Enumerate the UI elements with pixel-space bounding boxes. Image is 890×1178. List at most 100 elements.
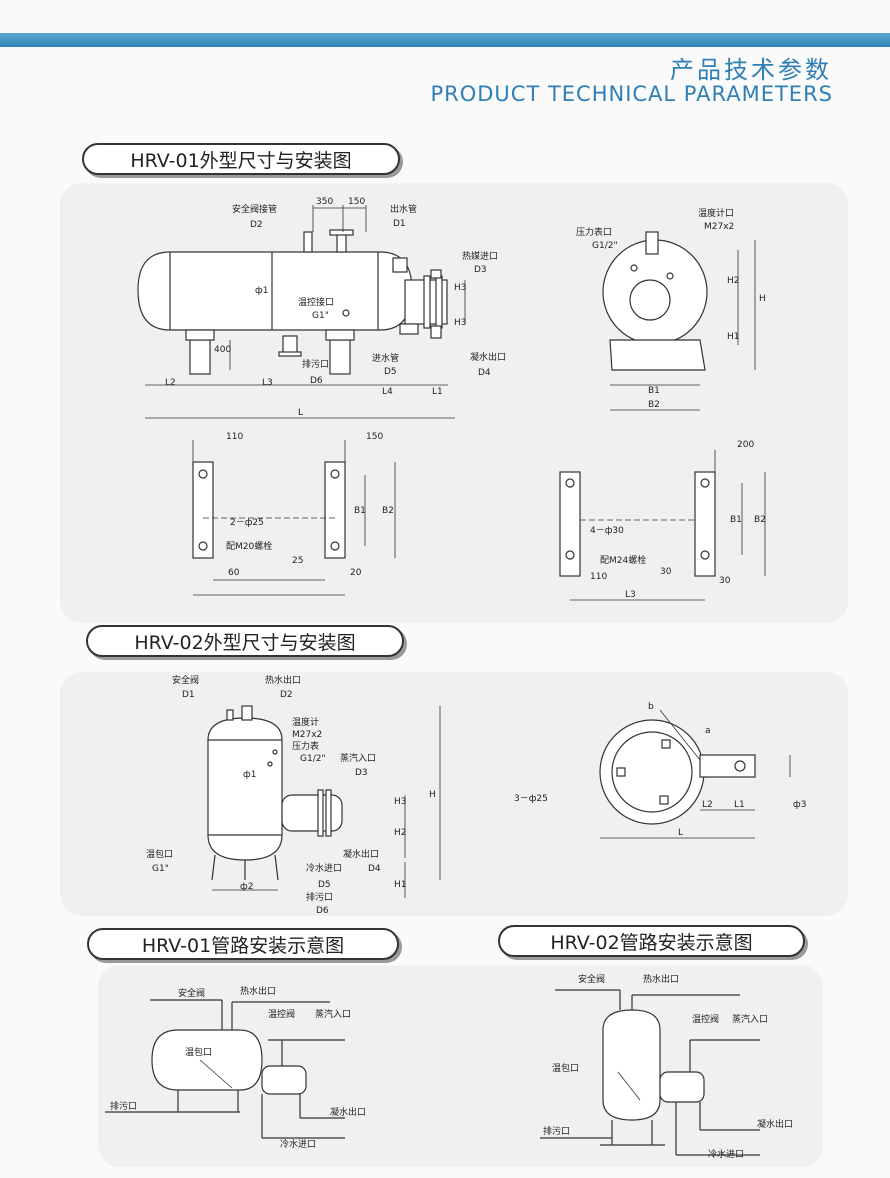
- label-p2-cold-inlet: 冷水进口: [708, 1150, 745, 1160]
- label-inlet-pipe: 进水管: [372, 354, 400, 364]
- label-plan2-110: 110: [590, 572, 608, 582]
- label-p1-drain: 排污口: [110, 1102, 138, 1112]
- label-plan2-200: 200: [737, 440, 755, 450]
- label-02-h1: H1: [394, 880, 407, 890]
- label-02-safety-valve: 安全阀: [172, 676, 200, 686]
- label-p2-temp-valve: 温控阀: [692, 1015, 720, 1025]
- label-p1-condensate: 凝水出口: [330, 1108, 367, 1118]
- hrv01-plan-view-4feet: [559, 450, 766, 601]
- label-02-cold-inlet: 冷水进口: [306, 864, 343, 874]
- label-02-d1: D1: [182, 690, 195, 700]
- top-accent-bar: [0, 33, 890, 47]
- label-plan2-b2: B2: [754, 515, 766, 525]
- hrv02-dims-panel: [60, 672, 848, 916]
- hrv02-vertical-tank: [207, 705, 441, 898]
- label-thermo-port: 温度计口: [698, 209, 735, 219]
- hrv01-plan-view-2feet: [192, 440, 396, 596]
- label-plan2-m24: 配M24螺栓: [600, 556, 647, 566]
- label-plan-150: 150: [366, 432, 384, 442]
- label-dim-150: 150: [348, 197, 366, 207]
- label-02-d4: D4: [368, 864, 381, 874]
- label-safety-valve-pipe: 安全阀接管: [232, 205, 278, 215]
- pipe-diagram-hrv01: [105, 999, 345, 1139]
- label-plan2-l3: L3: [625, 590, 636, 600]
- hrv01-tank-end-view: [602, 231, 756, 411]
- label-plan-2phi25: 2－ф25: [230, 518, 264, 528]
- label-plan-20: 20: [350, 568, 362, 578]
- label-l1: L1: [432, 387, 443, 397]
- label-02-phi1: ф1: [243, 770, 257, 780]
- label-g1: G1": [312, 311, 329, 321]
- label-02-l2: L2: [702, 800, 713, 810]
- label-02-hot-outlet: 热水出口: [265, 676, 302, 686]
- label-02-a: a: [705, 726, 711, 736]
- label-02-phi2: ф2: [240, 882, 254, 892]
- label-02-l1: L1: [734, 800, 745, 810]
- label-02-g12: G1/2": [300, 754, 326, 764]
- label-dim-400: 400: [214, 345, 232, 355]
- label-l: L: [298, 408, 304, 418]
- label-l3: L3: [262, 378, 273, 388]
- label-02-phi3: ф3: [793, 800, 807, 810]
- label-p1-hot-outlet: 热水出口: [240, 987, 277, 997]
- label-02-l: L: [678, 828, 684, 838]
- label-m27: M27x2: [704, 222, 735, 232]
- label-l2: L2: [165, 378, 176, 388]
- label-plan2-30a: 30: [660, 567, 672, 577]
- label-02-drain: 排污口: [306, 893, 334, 903]
- label-02-condensate: 凝水出口: [343, 850, 380, 860]
- label-b1: B1: [648, 386, 660, 396]
- label-02-pressure-gauge: 压力表: [292, 742, 320, 752]
- label-temp-ctrl-port: 温控接口: [298, 298, 335, 308]
- label-g12: G1/2": [592, 241, 618, 251]
- label-p2-hot-outlet: 热水出口: [643, 975, 680, 985]
- label-p2-drain: 排污口: [543, 1127, 571, 1137]
- label-p2-safety-valve: 安全阀: [578, 975, 606, 985]
- label-p1-cold-inlet: 冷水进口: [280, 1140, 317, 1150]
- label-p1-steam-inlet: 蒸汽入口: [315, 1010, 352, 1020]
- label-p1-safety-valve: 安全阀: [178, 989, 206, 999]
- label-02-d3: D3: [355, 768, 368, 778]
- label-plan-m20: 配M20螺栓: [226, 542, 273, 552]
- label-pressure-port: 压力表口: [576, 228, 613, 238]
- label-h: H: [759, 294, 766, 304]
- section-title-hrv01-dims: HRV-01外型尺寸与安装图: [82, 143, 400, 175]
- label-condensate-outlet: 凝水出口: [470, 353, 507, 363]
- label-02-h: H: [429, 790, 436, 800]
- label-02-b: b: [648, 702, 654, 712]
- label-h1: H1: [727, 332, 740, 342]
- pipe-diagram-hrv02: [540, 989, 760, 1156]
- label-02-g1: G1": [152, 864, 169, 874]
- label-d3: D3: [474, 265, 487, 275]
- label-heat-inlet: 热媒进口: [462, 252, 499, 262]
- label-l4: L4: [382, 387, 393, 397]
- label-dim-350: 350: [316, 197, 334, 207]
- label-plan2-b1: B1: [730, 515, 742, 525]
- label-outlet-pipe: 出水管: [390, 205, 418, 215]
- label-02-thermometer: 温度计: [292, 718, 320, 728]
- page-title-cn: 产品技术参数: [670, 56, 832, 84]
- label-02-d6: D6: [316, 906, 329, 916]
- hrv02-top-view: [599, 709, 791, 839]
- label-02-d5: D5: [318, 880, 331, 890]
- label-h3-b: H3: [454, 318, 467, 328]
- label-02-m27: M27x2: [292, 730, 323, 740]
- label-d5: D5: [384, 367, 397, 377]
- hrv01-tank-side-view: [137, 205, 466, 419]
- label-plan-b1: B1: [354, 506, 366, 516]
- label-plan2-30b: 30: [719, 576, 731, 586]
- label-h2: H2: [727, 276, 740, 286]
- label-plan-b2: B2: [382, 506, 394, 516]
- label-02-d2: D2: [280, 690, 293, 700]
- label-02-holes: 3－ф25: [514, 794, 548, 804]
- label-drain: 排污口: [302, 360, 330, 370]
- label-p1-temp-valve: 温控阀: [268, 1010, 296, 1020]
- label-d1: D1: [393, 219, 406, 229]
- section-title-hrv01-pipe: HRV-01管路安装示意图: [87, 928, 399, 960]
- section-title-hrv02-dims: HRV-02外型尺寸与安装图: [86, 625, 404, 657]
- label-plan2-4phi30: 4－ф30: [590, 526, 624, 536]
- label-p2-temp-bulb: 温包口: [552, 1064, 580, 1074]
- label-p2-steam-inlet: 蒸汽入口: [732, 1015, 769, 1025]
- label-p2-condensate: 凝水出口: [757, 1120, 794, 1130]
